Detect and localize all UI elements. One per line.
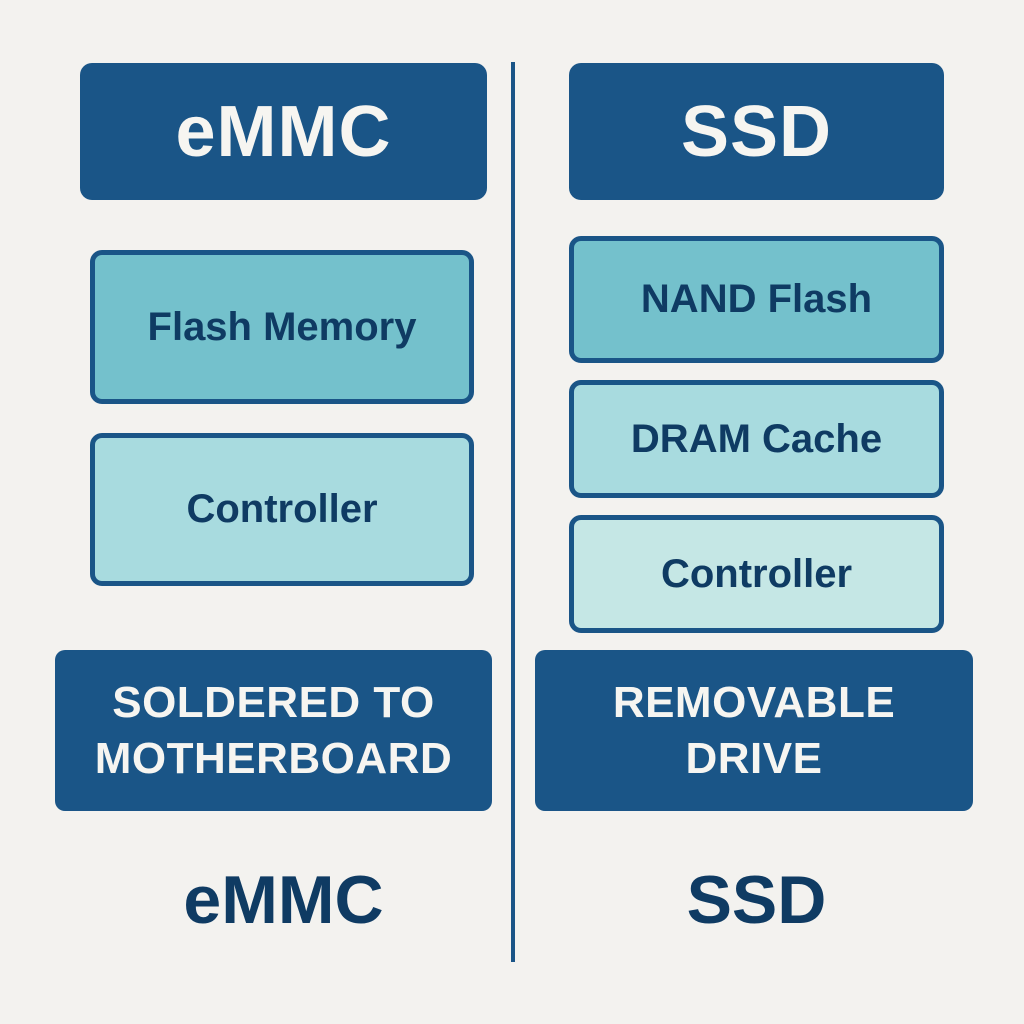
ssd-footer-text: SSD [686, 862, 827, 938]
ssd-nand-flash-label: NAND Flash [640, 277, 873, 321]
emmc-header-label: eMMC [175, 91, 392, 172]
ssd-header-label: SSD [680, 91, 833, 172]
emmc-header: eMMC [80, 63, 487, 200]
emmc-controller-block: Controller [90, 433, 474, 586]
emmc-footer-text: eMMC [183, 862, 384, 938]
emmc-flash-memory-block: Flash Memory [90, 250, 474, 404]
emmc-mount-line2: MOTHERBOARD [94, 733, 453, 783]
emmc-mount-line1: SOLDERED TO [112, 677, 435, 727]
ssd-header: SSD [569, 63, 944, 200]
emmc-footer-label: eMMC [80, 850, 487, 950]
emmc-controller-label: Controller [186, 487, 378, 531]
ssd-mount-line2: DRIVE [685, 733, 823, 783]
emmc-flash-memory-label: Flash Memory [147, 304, 417, 349]
emmc-mount-box: SOLDERED TO MOTHERBOARD [55, 650, 492, 811]
ssd-nand-flash-block: NAND Flash [569, 236, 944, 363]
ssd-controller-label: Controller [660, 551, 853, 596]
center-divider [511, 62, 515, 962]
ssd-mount-line1: REMOVABLE [612, 677, 896, 727]
ssd-controller-block: Controller [569, 515, 944, 633]
ssd-dram-cache-label: DRAM Cache [630, 416, 883, 461]
ssd-mount-box: REMOVABLE DRIVE [535, 650, 973, 811]
ssd-dram-cache-block: DRAM Cache [569, 380, 944, 498]
ssd-footer-label: SSD [569, 850, 944, 950]
